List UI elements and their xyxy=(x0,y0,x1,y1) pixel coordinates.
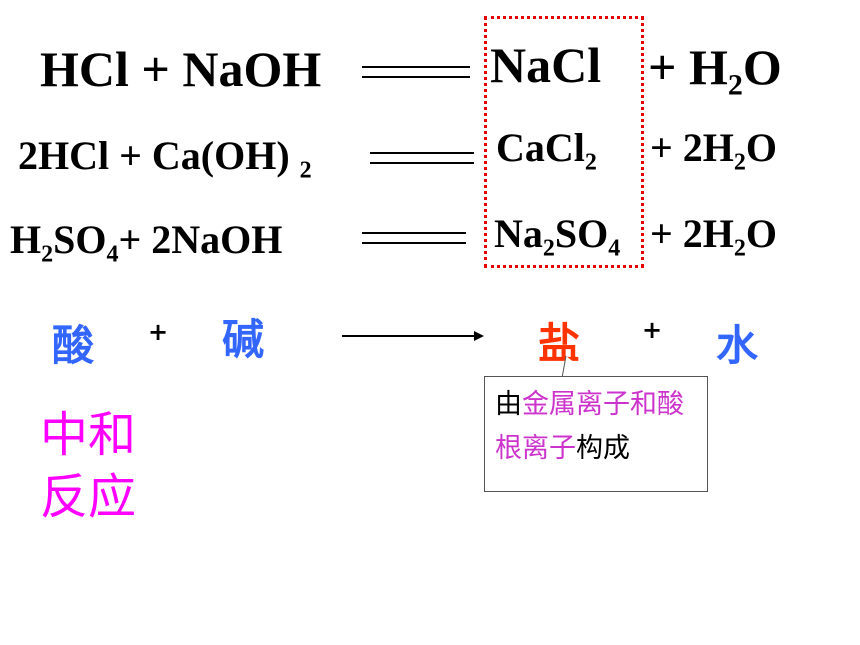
word-base: 碱 xyxy=(222,315,265,364)
eq3-reactants: H2SO4+ 2NaOH xyxy=(10,217,283,268)
eq3-equals-top xyxy=(362,232,466,234)
eq1-salt: NaCl xyxy=(490,37,602,93)
eq1-equals-top xyxy=(362,66,470,68)
eq2-water: + 2H2O xyxy=(650,125,778,176)
eq2-equals-bottom xyxy=(370,162,474,164)
reaction-arrow-head xyxy=(474,331,484,341)
salt-callout: 由金属离子和酸根离子构成 xyxy=(484,376,708,492)
eq2-salt: CaCl2 xyxy=(496,125,597,176)
word-acid: 酸 xyxy=(52,321,95,370)
word-plus-1: + xyxy=(148,318,169,346)
eq2-equals-top xyxy=(370,152,474,154)
word-salt: 盐 xyxy=(538,319,581,368)
eq1-reactants: HCl + NaOH xyxy=(40,41,322,97)
eq2-reactants: 2HCl + Ca(OH) 2 xyxy=(18,133,312,184)
callout-part-3: 酸根离子 xyxy=(495,389,684,464)
eq1-water: + H2O xyxy=(648,39,782,102)
neutralization-label: 中和 反应 xyxy=(40,404,136,528)
eq3-salt: Na2SO4 xyxy=(494,211,621,262)
callout-part-2: 金属离子和 xyxy=(522,389,657,420)
salt-highlight-box xyxy=(484,16,644,268)
eq1-equals-bottom xyxy=(362,76,470,78)
word-water: 水 xyxy=(716,321,759,370)
neutralization-line-1: 中和 xyxy=(40,407,137,463)
reaction-arrow-shaft xyxy=(342,335,478,337)
eq3-water: + 2H2O xyxy=(650,211,778,262)
word-plus-2: + xyxy=(642,316,663,344)
callout-part-1: 由 xyxy=(495,389,522,420)
callout-part-4: 构成 xyxy=(576,433,630,464)
neutralization-line-2: 反应 xyxy=(40,469,137,525)
eq3-equals-bottom xyxy=(362,242,466,244)
